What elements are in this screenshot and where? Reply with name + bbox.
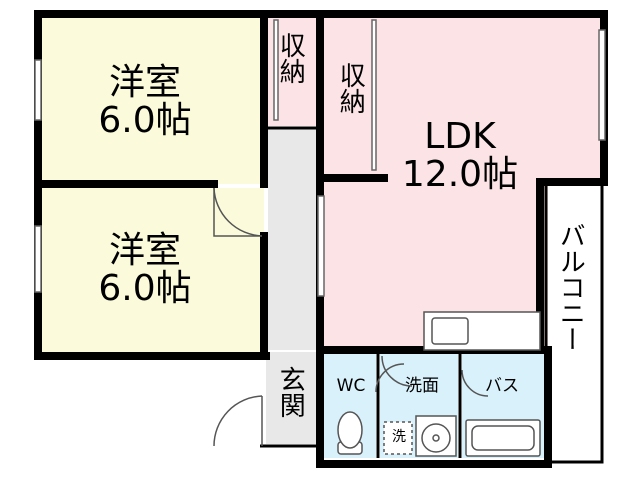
western-room-1-label: 洋室 6.0帖: [70, 64, 220, 140]
toilet: [337, 411, 363, 455]
entrance-label: 玄関: [275, 366, 306, 418]
storage-2-fill: [326, 18, 378, 176]
storage-1-label: 収納: [275, 32, 306, 84]
western-room-1-fill: [42, 18, 264, 184]
western-room-2-size: 6.0帖: [98, 267, 192, 309]
western-room-2-name: 洋室: [108, 230, 181, 271]
ldk-size: 12.0帖: [401, 153, 519, 195]
western-room-1-size: 6.0帖: [98, 99, 192, 141]
door-swings: [213, 187, 489, 447]
sink: [415, 415, 457, 457]
ldk-label: LDK 12.0帖: [380, 118, 540, 194]
western-room-2-label: 洋室 6.0帖: [70, 232, 220, 308]
bathtub: [465, 419, 541, 457]
kitchen-counter: [423, 311, 541, 351]
balcony-label: バルコニー: [555, 222, 586, 352]
bath-label: バス: [485, 376, 519, 396]
corridor-fill: [268, 128, 318, 350]
thin-walls: [260, 126, 604, 464]
washroom-label: 洗面: [405, 376, 439, 396]
washer-label: 洗: [392, 429, 406, 445]
wc-label: WC: [336, 376, 366, 396]
balcony-fill: [548, 182, 600, 464]
ldk-name: LDK: [424, 116, 496, 157]
washer-space: [383, 421, 413, 455]
western-room-1-name: 洋室: [108, 62, 181, 103]
storage-2-label: 収納: [335, 62, 366, 114]
western-room-2-fill: [42, 188, 264, 352]
entrance-fill: [266, 352, 318, 444]
windows: [34, 19, 606, 297]
